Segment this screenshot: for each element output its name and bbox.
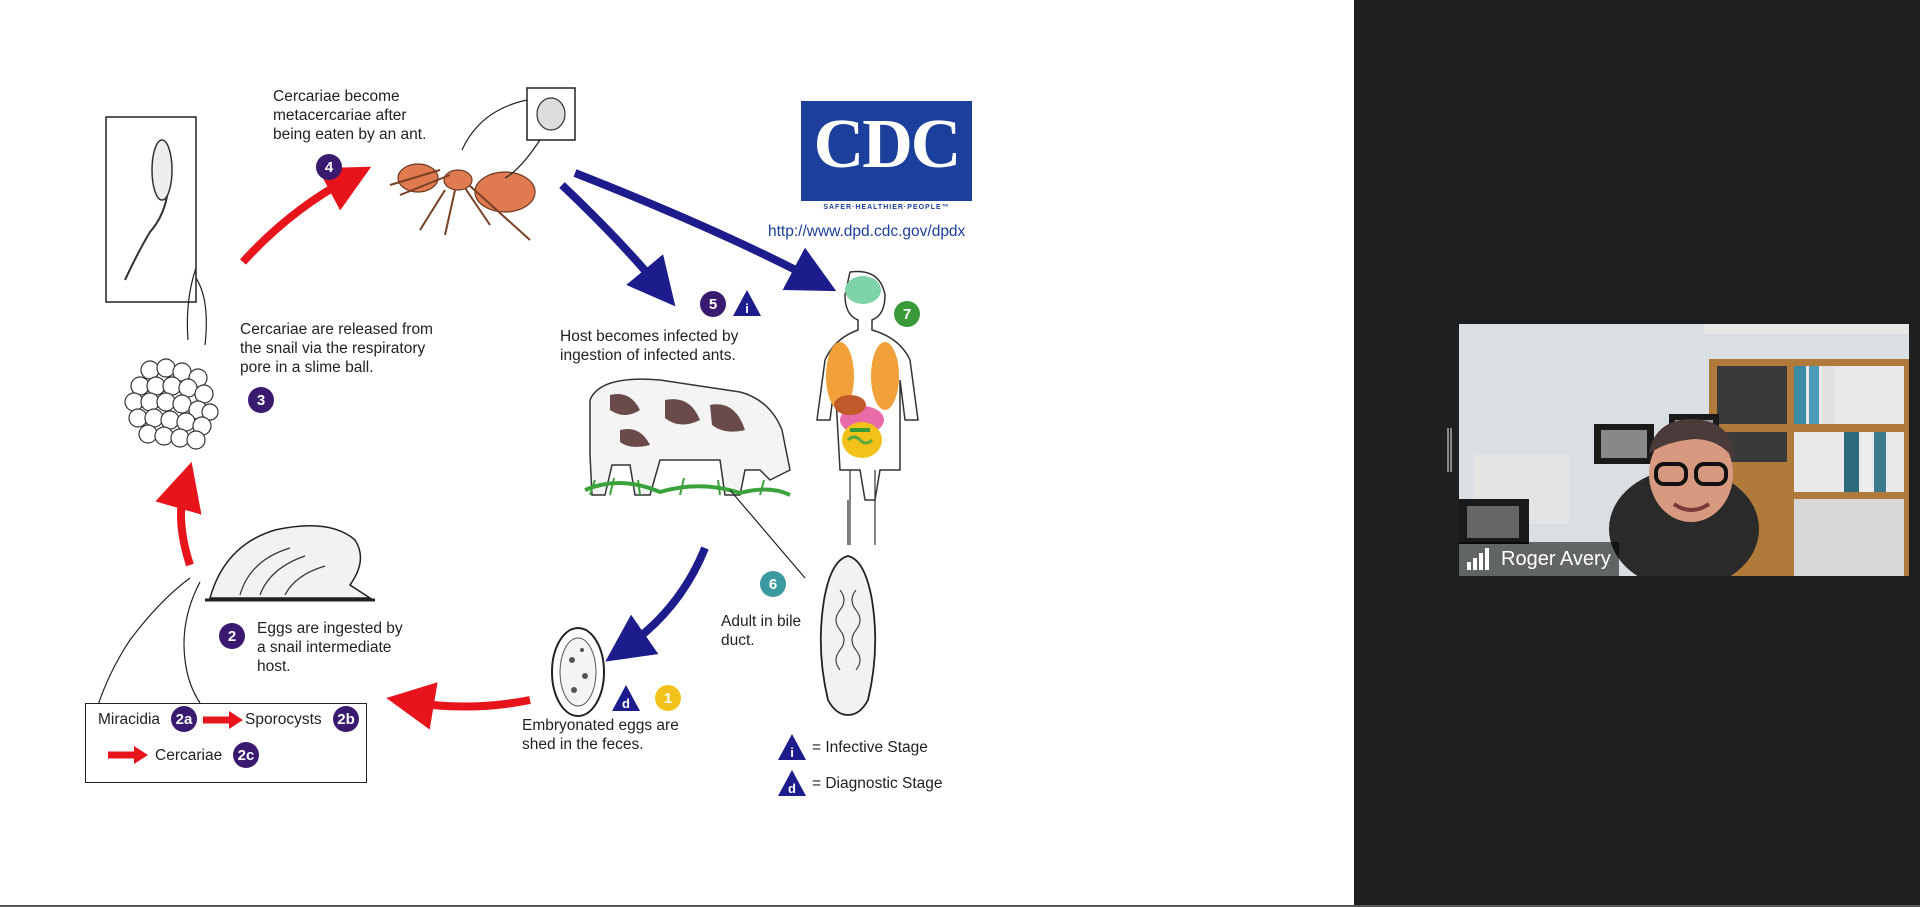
shared-slide: CDC SAFER·HEALTHIER·PEOPLE™ http://www.d… — [0, 0, 1354, 905]
life-cycle-diagram — [97, 87, 919, 730]
step4-badge: 4 — [316, 154, 342, 180]
arrow-snail-to-slimeball — [155, 461, 202, 567]
infective-stage-legend-icon: i — [778, 734, 806, 760]
miracidia-label: Miracidia — [98, 711, 161, 728]
sporocysts-label: Sporocysts — [245, 711, 322, 728]
human-drawing — [816, 270, 919, 545]
adult-fluke-drawing — [819, 555, 877, 716]
red-arrow-icon — [203, 711, 243, 729]
step3-badge: 3 — [248, 387, 274, 413]
larval-stages-box — [85, 703, 367, 783]
egg-drawing — [551, 627, 605, 717]
ant-drawing — [389, 163, 536, 241]
diagnostic-stage-icon: d — [612, 685, 640, 711]
panel-resize-handle[interactable] — [1447, 428, 1452, 472]
participant-name: Roger Avery — [1501, 547, 1611, 570]
video-feed-drawing — [1459, 324, 1909, 576]
arrow-ant-to-human — [573, 169, 837, 292]
svg-text:d: d — [788, 781, 796, 796]
cdc-logo: CDC SAFER·HEALTHIER·PEOPLE™ — [801, 101, 972, 215]
step6-badge: 6 — [760, 571, 786, 597]
bottom-divider — [0, 905, 1920, 907]
cow-drawing — [584, 378, 806, 579]
slime-ball-drawing — [124, 358, 219, 450]
cdc-logo-text: CDC — [813, 106, 962, 183]
svg-text:i: i — [745, 301, 749, 316]
participant-video[interactable] — [1459, 324, 1909, 576]
badge-2c: 2c — [233, 742, 259, 768]
step1-badge: 1 — [655, 685, 681, 711]
signal-bars-icon — [1467, 548, 1489, 570]
infective-stage-label: = Infective Stage — [812, 739, 928, 756]
step7-badge: 7 — [894, 301, 920, 327]
cercariae-label: Cercariae — [155, 747, 223, 764]
diagnostic-stage-legend-icon: d — [778, 770, 806, 796]
step5-badge: 5 — [700, 291, 726, 317]
snail-drawing — [97, 525, 375, 706]
svg-text:i: i — [790, 745, 794, 760]
red-arrow-icon — [108, 746, 148, 764]
arrow-cercariae-to-ant — [240, 166, 372, 265]
step2-badge: 2 — [219, 623, 245, 649]
svg-text:d: d — [622, 696, 630, 711]
arrow-ant-to-host — [559, 182, 676, 307]
infective-stage-icon: i — [733, 290, 761, 316]
badge-2a: 2a — [171, 706, 197, 732]
cdc-tagline: SAFER·HEALTHIER·PEOPLE™ — [801, 201, 972, 215]
cdc-url-link[interactable]: http://www.dpd.cdc.gov/dpdx — [768, 223, 966, 240]
participant-name-tag: Roger Avery — [1459, 542, 1619, 576]
badge-2b: 2b — [333, 706, 359, 732]
diagnostic-stage-label: = Diagnostic Stage — [812, 775, 943, 792]
arrow-eggs-to-snail — [386, 682, 531, 730]
arrow-cow-to-egg — [605, 546, 709, 662]
